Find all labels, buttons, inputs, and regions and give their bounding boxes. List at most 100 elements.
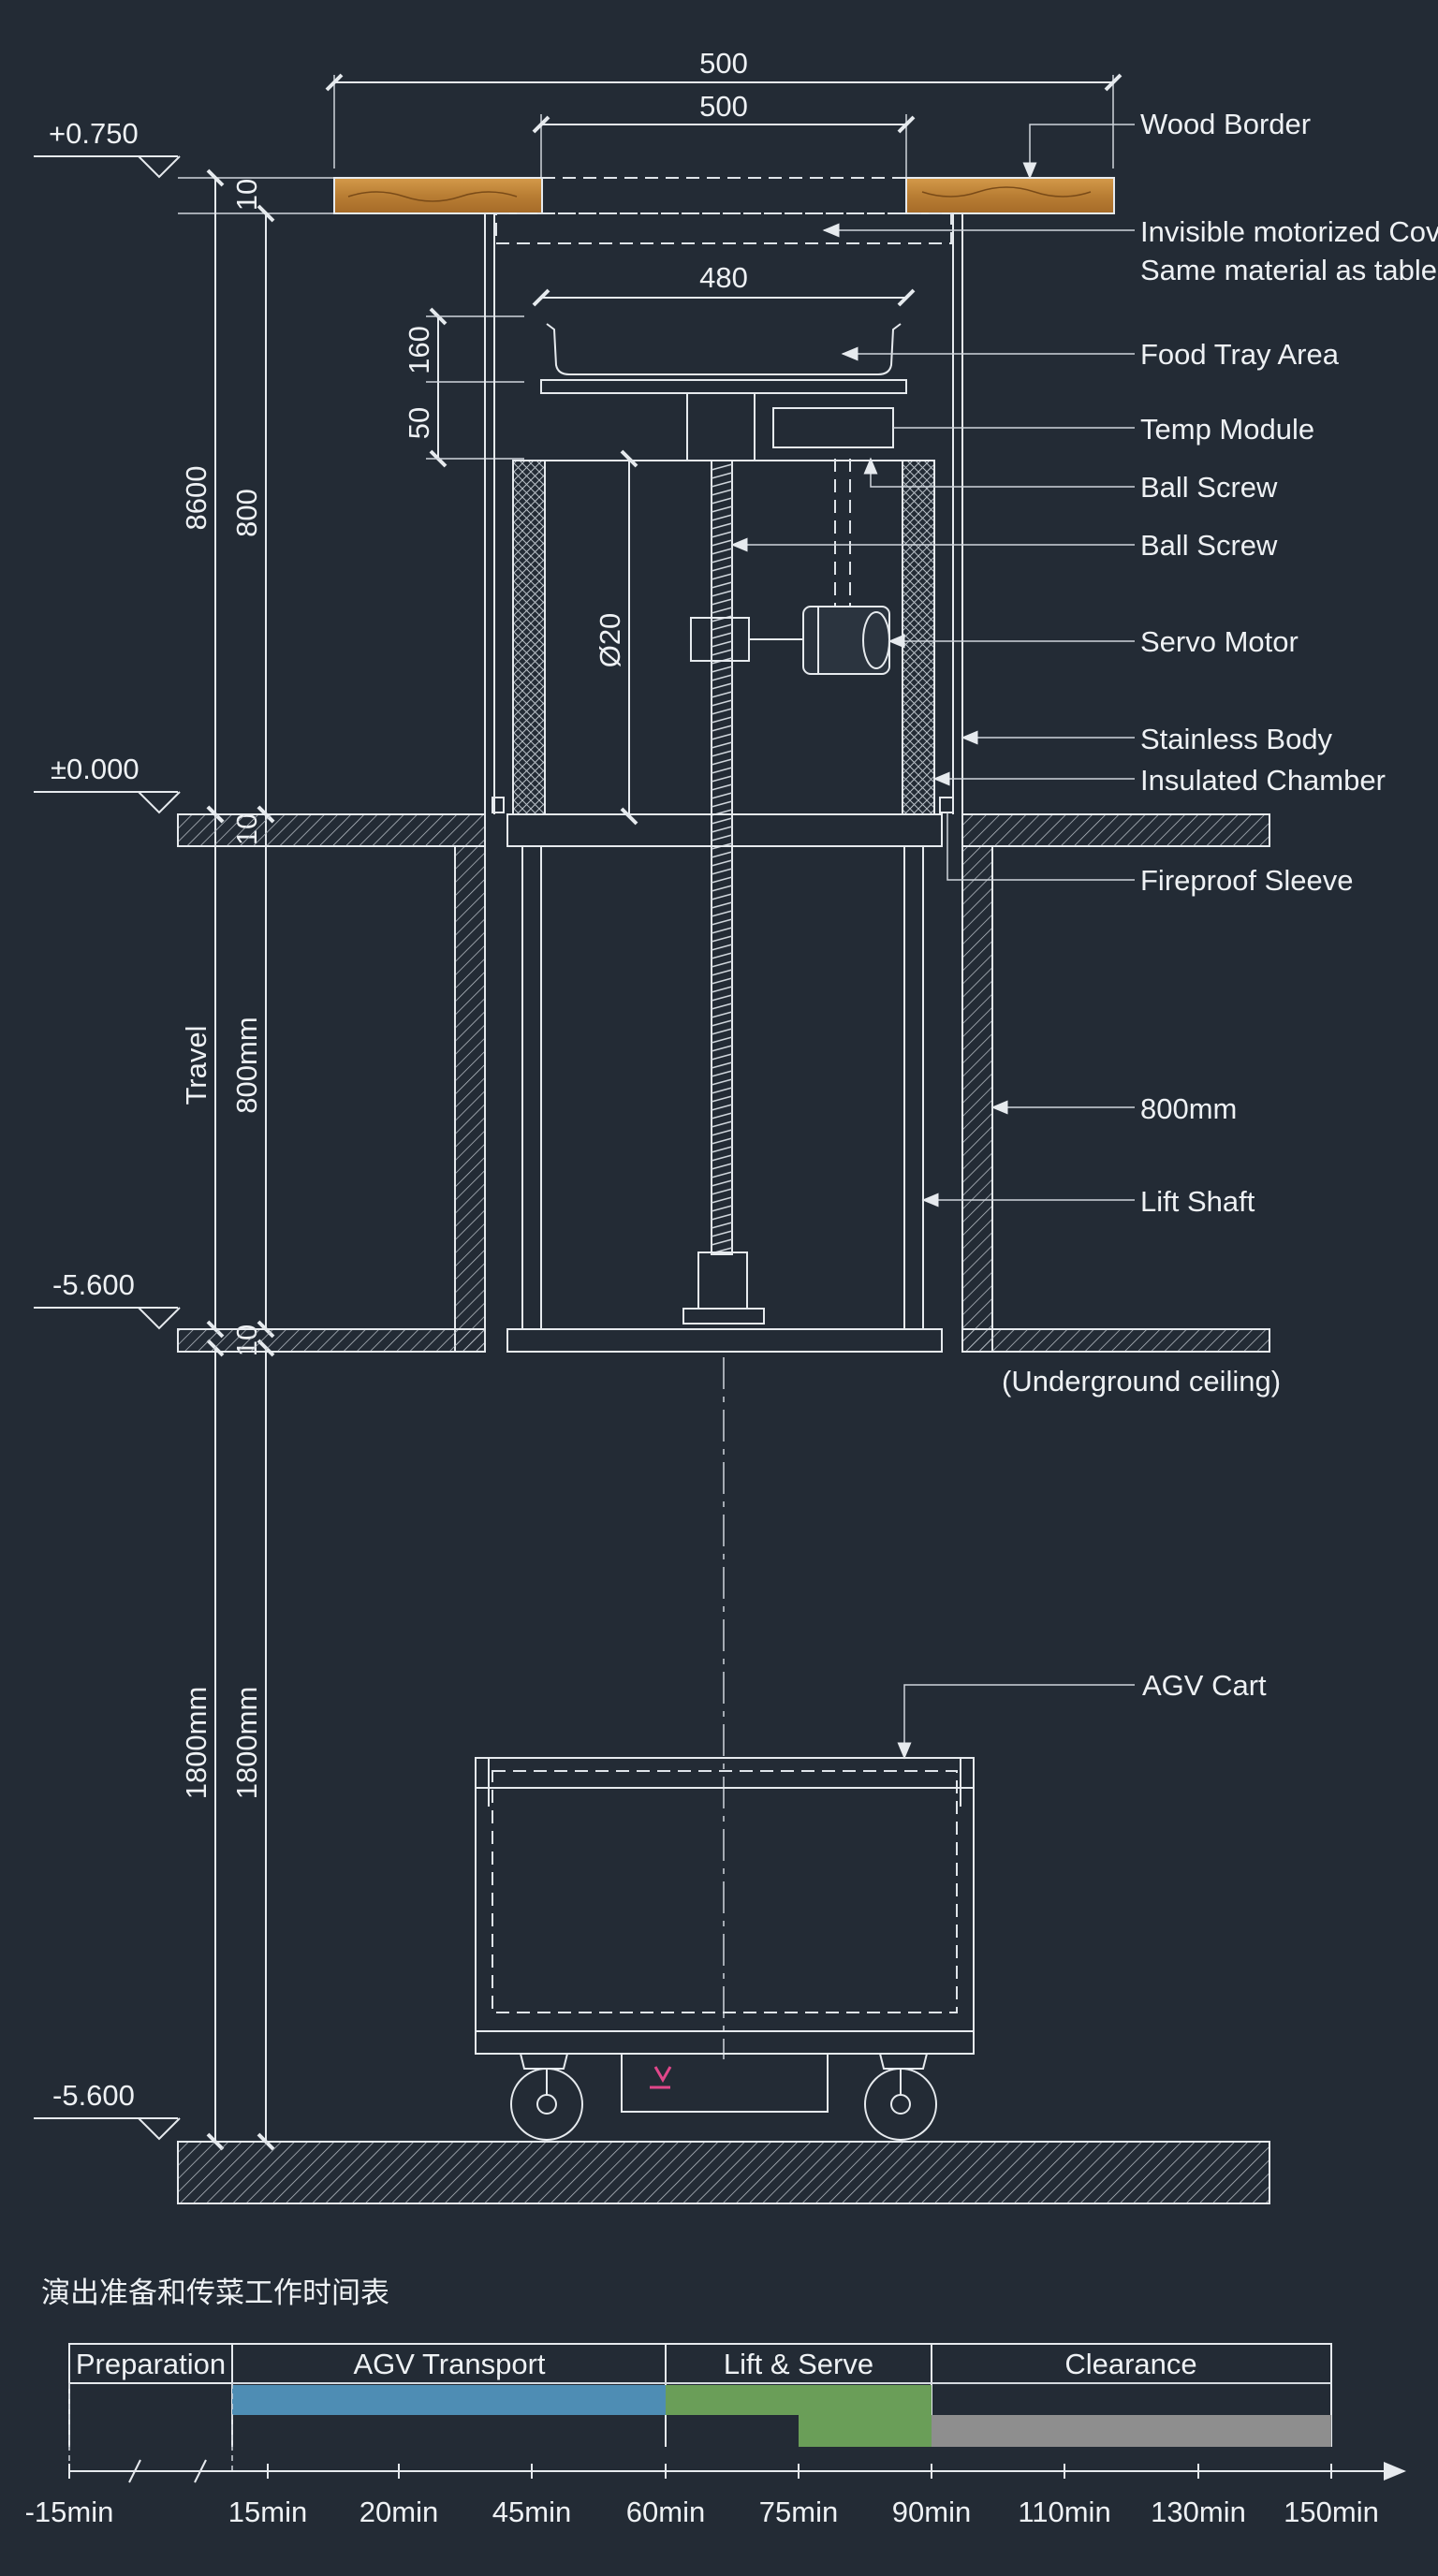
screw-thread bbox=[711, 1112, 733, 1120]
screw-thread bbox=[711, 1019, 733, 1027]
screw-thread bbox=[711, 598, 733, 606]
screw-thread bbox=[711, 666, 733, 673]
screw-thread bbox=[711, 851, 733, 858]
callout-temp-module: Temp Module bbox=[1140, 413, 1314, 446]
screw-thread bbox=[711, 1222, 733, 1229]
screw-thread bbox=[711, 463, 733, 471]
screw-thread bbox=[711, 817, 733, 825]
screw-thread bbox=[711, 556, 733, 564]
screw-thread bbox=[711, 1087, 733, 1094]
screw-thread bbox=[711, 758, 733, 766]
screw-thread bbox=[711, 1120, 733, 1128]
agv-wheel-right bbox=[864, 2053, 937, 2141]
schedule: 演出准备和传菜工作时间表 Preparation AGV Transport L… bbox=[25, 2276, 1406, 2528]
schedule-title: 演出准备和传菜工作时间表 bbox=[41, 2276, 389, 2309]
screw-thread bbox=[711, 1070, 733, 1077]
screw-thread bbox=[711, 1154, 733, 1162]
dim-agv-clearance-inner: 1800mm bbox=[230, 1687, 263, 1800]
screw-thread bbox=[711, 590, 733, 597]
agv-cart-body bbox=[475, 1757, 975, 2055]
level-marker-top: +0.750 bbox=[34, 117, 181, 179]
screw-thread bbox=[711, 1230, 733, 1237]
tick-label-8: 130min bbox=[1151, 2496, 1246, 2528]
screw-thread bbox=[711, 910, 733, 917]
screw-thread bbox=[711, 868, 733, 875]
tick-label-3: 45min bbox=[492, 2496, 571, 2528]
screw-thread bbox=[711, 691, 733, 698]
schedule-tick-marks bbox=[68, 2464, 1332, 2479]
screw-thread bbox=[711, 918, 733, 926]
screw-thread bbox=[711, 977, 733, 985]
screw-thread bbox=[711, 607, 733, 614]
level-markers: +0.750 ±0.000 -5.600 -5.600 bbox=[34, 117, 181, 2141]
fireproof-sleeve bbox=[939, 797, 954, 813]
screw-thread bbox=[711, 826, 733, 833]
screw-thread bbox=[711, 531, 733, 538]
callout-servo-motor: Servo Motor bbox=[1140, 625, 1299, 658]
screw-thread bbox=[711, 960, 733, 968]
wood-border-left bbox=[333, 177, 543, 214]
agv-cart bbox=[475, 1757, 975, 2141]
dim-tray-width: 480 bbox=[699, 261, 748, 294]
callout-fireproof-sleeve: Fireproof Sleeve bbox=[1140, 864, 1353, 897]
screw-thread bbox=[711, 497, 733, 505]
phase-preparation-label: Preparation bbox=[76, 2348, 226, 2380]
vertical-dimensions: 8600 800 10 Travel 800mm 10 10 1800mm 18… bbox=[178, 168, 638, 2151]
agv-logo-icon bbox=[650, 2066, 672, 2089]
lift-chamber bbox=[484, 213, 963, 1255]
screw-thread bbox=[711, 632, 733, 639]
screw-thread bbox=[711, 750, 733, 757]
screw-thread bbox=[711, 885, 733, 892]
screw-thread bbox=[711, 1003, 733, 1010]
screw-base bbox=[697, 1251, 748, 1310]
screw-thread bbox=[711, 649, 733, 656]
dim-screw-diameter: Ø20 bbox=[594, 613, 626, 668]
tick-label-4: 60min bbox=[626, 2496, 705, 2528]
tick-label-0: -15min bbox=[25, 2496, 114, 2528]
screw-thread bbox=[711, 716, 733, 724]
insulated-chamber-left bbox=[512, 460, 546, 815]
screw-thread bbox=[711, 1188, 733, 1195]
screw-thread bbox=[711, 682, 733, 690]
dim-travel-value: 800mm bbox=[230, 1017, 263, 1113]
level-floor-label: ±0.000 bbox=[51, 753, 139, 785]
screw-thread bbox=[711, 674, 733, 681]
callout-underground-ceiling: (Underground ceiling) bbox=[1002, 1365, 1281, 1398]
dim-plate-height: 50 bbox=[403, 407, 435, 439]
table-top bbox=[333, 177, 1115, 244]
agv-wheel-left bbox=[510, 2053, 583, 2141]
dim-travel-label: Travel bbox=[180, 1026, 213, 1105]
tick-label-1: 15min bbox=[228, 2496, 307, 2528]
screw-thread bbox=[711, 994, 733, 1002]
screw-thread bbox=[711, 944, 733, 951]
screw-thread bbox=[711, 1028, 733, 1035]
phase-lift-serve-label: Lift & Serve bbox=[724, 2348, 873, 2380]
screw-thread bbox=[711, 1146, 733, 1153]
callout-leaders bbox=[730, 124, 1135, 1760]
screw-thread bbox=[711, 1238, 733, 1246]
lift-base-plate bbox=[506, 1328, 943, 1353]
screw-thread bbox=[711, 1036, 733, 1044]
callout-lift-shaft: Lift Shaft bbox=[1140, 1185, 1255, 1218]
screw-thread bbox=[711, 1011, 733, 1018]
screw-thread bbox=[711, 1095, 733, 1103]
screw-thread bbox=[711, 1061, 733, 1069]
screw-thread bbox=[711, 514, 733, 521]
screw-thread bbox=[711, 741, 733, 749]
dim-top-width-outer: 500 bbox=[699, 47, 748, 80]
phase-clearance-label: Clearance bbox=[1064, 2348, 1196, 2380]
servo-coupling bbox=[690, 617, 750, 662]
callout-cover-line2: Same material as table bbox=[1140, 254, 1437, 286]
dim-total-height: 8600 bbox=[180, 466, 213, 531]
top-dimensions: 500 500 480 bbox=[325, 47, 1123, 307]
screw-thread bbox=[711, 1104, 733, 1111]
screw-thread bbox=[711, 548, 733, 555]
screw-thread bbox=[711, 767, 733, 774]
screw-thread bbox=[711, 1053, 733, 1061]
level-ceiling-label: -5.600 bbox=[52, 1268, 135, 1301]
screw-thread bbox=[711, 969, 733, 976]
screw-thread bbox=[711, 480, 733, 488]
floor-slab bbox=[177, 797, 1270, 1353]
screw-thread bbox=[711, 489, 733, 496]
food-tray bbox=[546, 323, 902, 375]
